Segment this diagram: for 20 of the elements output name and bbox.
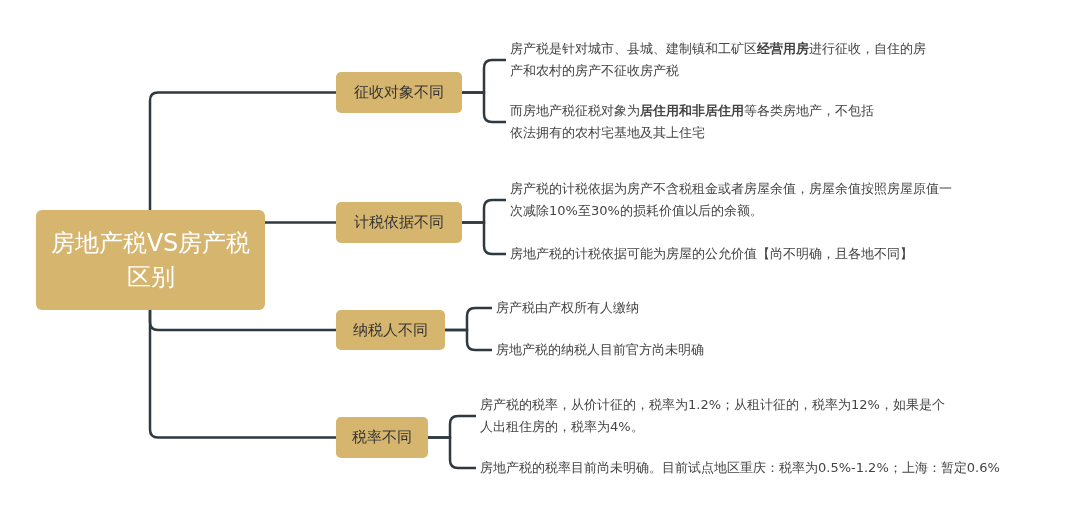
branch-box: 税率不同 bbox=[336, 417, 428, 458]
branch-box: 征收对象不同 bbox=[336, 72, 462, 113]
connector-line bbox=[265, 221, 336, 224]
branch-box: 计税依据不同 bbox=[336, 202, 462, 243]
connector-line bbox=[462, 91, 506, 124]
connector-line bbox=[148, 310, 336, 439]
note-text: 房产税由产权所有人缴纳 bbox=[496, 297, 796, 319]
connector-line bbox=[462, 221, 506, 256]
note-text: 房产税的计税依据为房产不含税租金或者房屋余值，房屋余值按照房屋原值一次减除10%至30%的损耗价值以后的余额。 bbox=[510, 178, 960, 222]
note-text: 房地产税的税率目前尚未明确。目前试点地区重庆：税率为0.5%-1.2%；上海：暂定0.6% bbox=[480, 457, 1050, 479]
connector-line bbox=[148, 91, 336, 210]
topic-box: 房地产税VS房产税区别 bbox=[36, 210, 265, 310]
note-text: 房产税的税率，从价计征的，税率为1.2%；从租计征的，税率为12%，如果是个人出租住房的，税率为4%。 bbox=[480, 394, 950, 438]
branch-box: 纳税人不同 bbox=[336, 310, 445, 350]
note-text: 房地产税的计税依据可能为房屋的公允价值【尚不明确，且各地不同】 bbox=[510, 243, 960, 265]
note-text: 房产税是针对城市、县城、建制镇和工矿区经营用房进行征收，自住的房产和农村的房产不征收房产税 bbox=[510, 38, 930, 82]
note-text: 而房地产税征税对象为居住用和非居住用等各类房地产，不包括依法拥有的农村宅基地及其上住宅 bbox=[510, 100, 880, 144]
note-text: 房地产税的纳税人目前官方尚未明确 bbox=[496, 339, 796, 361]
connector-line bbox=[445, 328, 492, 352]
connector-line bbox=[428, 436, 476, 470]
